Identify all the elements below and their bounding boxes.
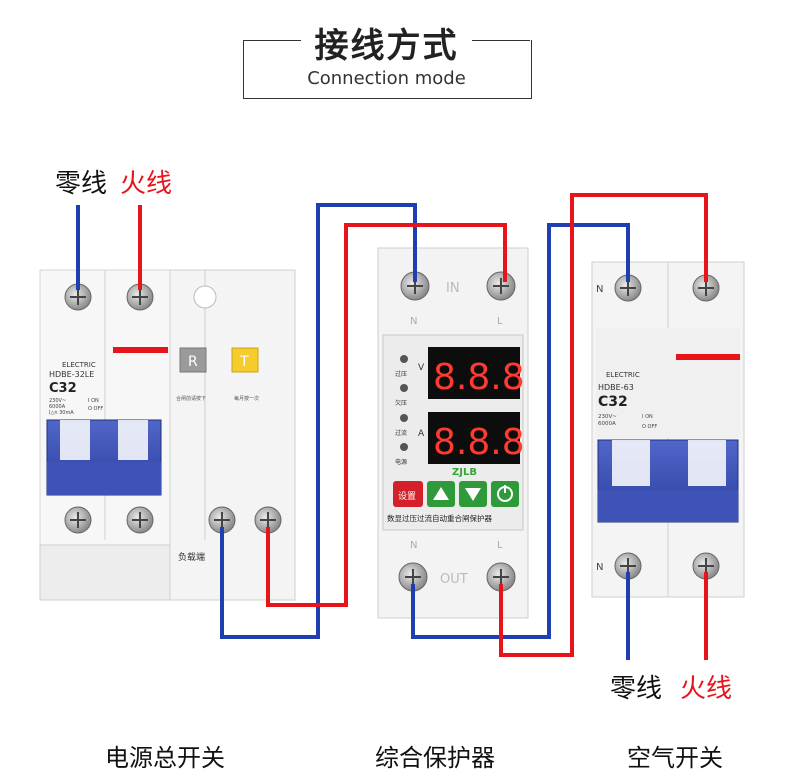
left-breaker-rating: C32 [49, 381, 77, 396]
wire-live-breaker-to-protector [266, 223, 507, 607]
protector-in-label: IN [446, 281, 460, 296]
left-breaker-on: I ON [88, 398, 99, 404]
left-breaker-spec-2: 6000A [49, 404, 66, 410]
current-display [428, 412, 520, 464]
up-arrow-icon [433, 487, 449, 500]
voltage-display [428, 347, 520, 399]
right-breaker: N ELECTRIC HDBE-63 C32 230V~ 6000A I ON … [591, 261, 745, 598]
top-live-label: 火线 [120, 169, 173, 199]
indicator-undervoltage: 欠压 [395, 399, 407, 407]
page-title: 接线方式 [314, 26, 459, 66]
indicator-overvoltage: 过压 [395, 370, 407, 378]
left-breaker-load-side: 负载端 [178, 551, 205, 563]
left-breaker-spec-1: 230V~ [49, 398, 66, 404]
svg-text:L: L [497, 316, 503, 327]
svg-text:N: N [410, 540, 417, 551]
indicator-power: 电源 [395, 458, 407, 466]
title-frame-right [472, 40, 530, 41]
bottom-live-label: 火线 [680, 674, 733, 704]
caption-air-switch: 空气开关 [627, 744, 723, 772]
down-arrow-icon [465, 488, 481, 501]
svg-text:N: N [410, 316, 417, 327]
svg-text:V: V [418, 363, 425, 373]
protector-brand: ZJLB [452, 467, 477, 478]
left-breaker-t-button[interactable] [231, 347, 259, 373]
title-frame [243, 40, 532, 99]
wire-live-protector-to-breaker [499, 193, 708, 657]
svg-text:T: T [239, 354, 249, 370]
left-breaker-off: O OFF [88, 406, 103, 412]
left-breaker-note-t: 每月按一次 [234, 395, 259, 402]
right-breaker-brand: ELECTRIC [606, 371, 640, 379]
svg-text:N: N [596, 284, 603, 295]
caption-main-switch: 电源总开关 [105, 744, 225, 772]
right-breaker-rating: C32 [598, 394, 628, 410]
set-button[interactable] [393, 481, 423, 507]
protector-out-label: OUT [440, 572, 468, 587]
protector-description: 数显过压过流自动重合闸保护器 [387, 513, 492, 523]
left-breaker-r-button[interactable] [179, 347, 207, 373]
svg-text:8.8.8: 8.8.8 [433, 357, 525, 398]
title-frame-left [243, 40, 301, 41]
svg-text:R: R [188, 354, 198, 370]
left-breaker-model: HDBE-32LE [49, 370, 94, 379]
svg-text:6000A: 6000A [598, 421, 616, 427]
protector: IN N L 8.8.8 8.8.8 V A 过压 欠压 过流 电源 ZJLB … [377, 247, 529, 619]
left-breaker-spec-3: I△n 30mA [49, 410, 74, 416]
bottom-neutral-label: 零线 [610, 674, 663, 704]
power-button[interactable] [491, 481, 519, 507]
caption-protector: 综合保护器 [375, 744, 495, 772]
left-breaker-brand: ELECTRIC [62, 361, 96, 369]
right-breaker-model: HDBE-63 [598, 383, 634, 392]
svg-text:设置: 设置 [398, 491, 416, 502]
page-subtitle: Connection mode [307, 68, 466, 89]
wire-neutral-protector-to-breaker [411, 223, 630, 639]
svg-text:N: N [596, 562, 603, 573]
svg-text:230V~: 230V~ [598, 414, 617, 420]
indicator-overcurrent: 过流 [395, 429, 407, 437]
svg-text:A: A [418, 429, 425, 439]
svg-text:O OFF: O OFF [642, 424, 657, 430]
svg-text:8.8.8: 8.8.8 [433, 422, 525, 463]
left-breaker-note-r: 合闸前请按下 [176, 395, 206, 402]
left-breaker: ELECTRIC HDBE-32LE C32 230V~ 6000A I△n 3… [39, 269, 296, 601]
svg-text:L: L [497, 540, 503, 551]
svg-text:I ON: I ON [642, 414, 653, 420]
wire-neutral-breaker-to-protector [220, 203, 417, 639]
top-neutral-label: 零线 [55, 169, 108, 199]
